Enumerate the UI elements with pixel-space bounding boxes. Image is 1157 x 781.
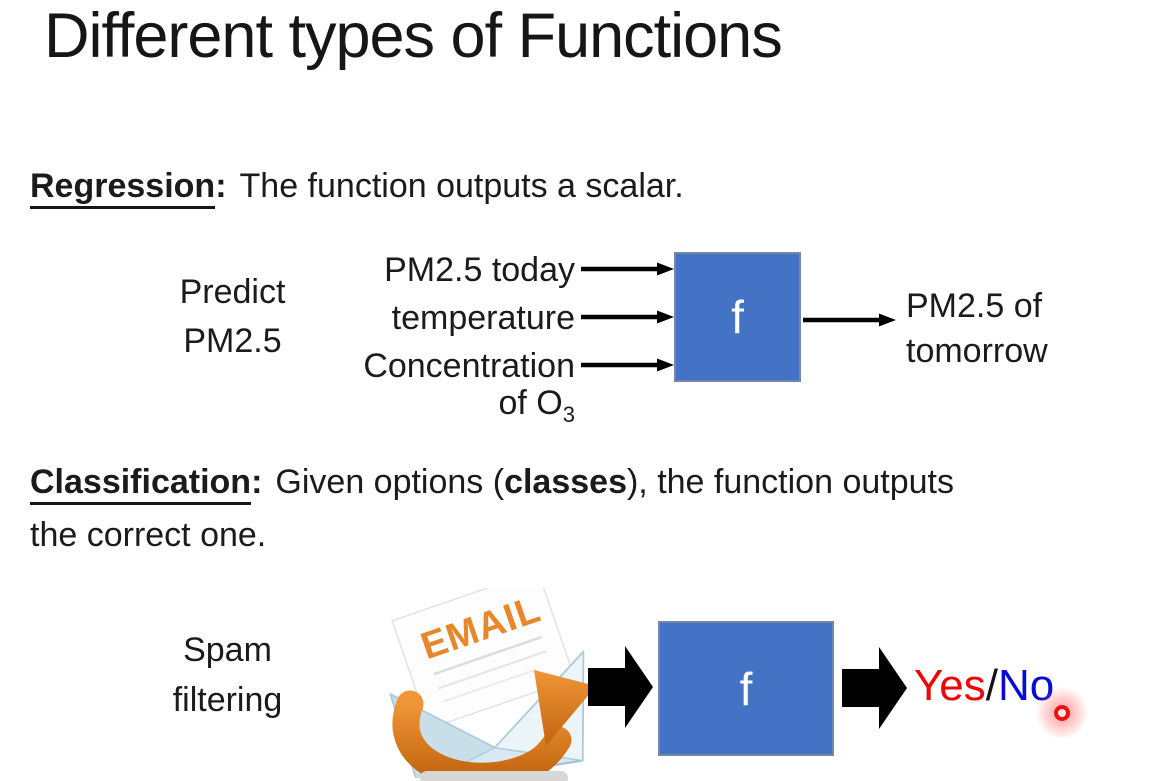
classification-colon: :: [251, 463, 263, 501]
classification-term: Classification: [30, 463, 252, 505]
yes-text: Yes: [914, 661, 986, 710]
input-arrow-icon: [581, 262, 674, 276]
block-arrow-icon: [588, 646, 653, 728]
classification-function-box: f: [658, 621, 834, 756]
input-arrow-icon: [581, 358, 674, 372]
classification-heading-line2: the correct one.: [30, 516, 267, 554]
regression-heading: Regression: The function outputs a scalar…: [30, 160, 684, 212]
regression-output-label: PM2.5 of tomorrow: [906, 287, 1048, 370]
regression-function-box: f: [674, 252, 801, 382]
regression-description: The function outputs a scalar.: [239, 167, 684, 205]
classes-bold: classes: [504, 463, 627, 501]
slash-text: /: [985, 661, 999, 710]
regression-term: Regression: [30, 167, 216, 209]
classification-example-label: Spam filtering: [172, 631, 283, 719]
regression-colon: :: [215, 167, 227, 205]
predict-line: Predict: [179, 273, 286, 311]
output-arrow-icon: [803, 313, 896, 327]
block-arrow-icon: [842, 647, 907, 729]
function-symbol: f: [739, 662, 753, 715]
function-symbol: f: [731, 291, 744, 343]
regression-example-label: Predict PM2.5: [145, 268, 320, 366]
input-arrow-icon: [581, 310, 674, 324]
input-label-temperature: temperature: [391, 299, 575, 337]
pm25-line: PM2.5: [183, 322, 282, 360]
o3-subscript: 3: [562, 401, 575, 427]
input-label-pm25-today: PM2.5 today: [384, 251, 575, 289]
input-label-o3: of O3: [498, 384, 576, 427]
email-icon: EMAIL: [389, 588, 596, 778]
classification-output-label: Yes/No: [914, 662, 1054, 710]
classification-heading-line1: Classification:Given options (classes), …: [30, 456, 954, 508]
page-title: Different types of Functions: [44, 1, 783, 71]
laser-pointer-dot-icon: [1054, 705, 1070, 721]
input-label-concentration: Concentration: [363, 347, 575, 385]
email-icon-shadow: [420, 771, 568, 781]
